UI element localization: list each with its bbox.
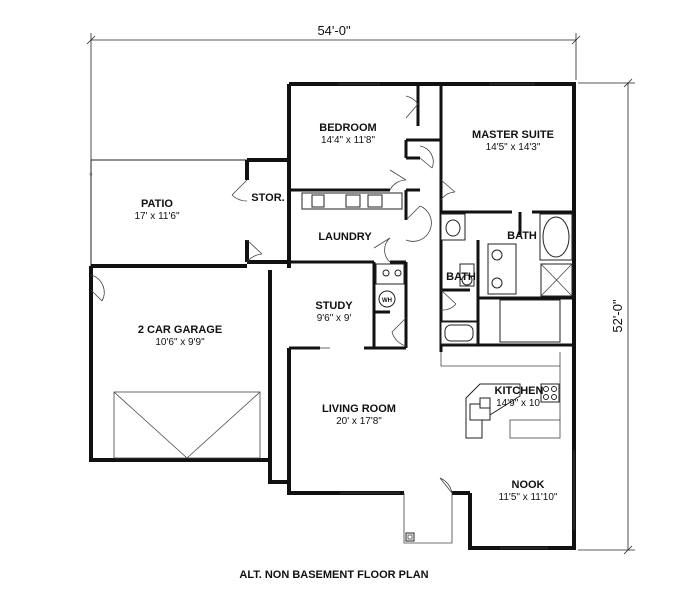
room-name-patio: PATIO	[141, 198, 173, 210]
laundry-fixtures	[301, 192, 403, 210]
garage-door	[113, 391, 261, 459]
room-name-bath-hall: BATH	[446, 271, 476, 283]
room-name-stor: STOR.	[251, 192, 284, 204]
room-name-kitchen: KITCHEN	[495, 385, 544, 397]
room-name-nook: NOOK	[512, 479, 545, 491]
width-dimension-label: 54'-0"	[317, 23, 351, 38]
room-size-nook: 11'5" x 11'10"	[499, 492, 558, 503]
room-living: LIVING ROOM 20' x 17'8"	[322, 403, 396, 427]
water-heater-icon	[378, 290, 396, 308]
room-garage: 2 CAR GARAGE 10'6" x 9'9"	[138, 324, 222, 348]
room-size-garage: 10'6" x 9'9"	[155, 337, 205, 348]
kitchen-fixtures	[440, 352, 561, 439]
room-size-living: 20' x 17'8"	[336, 416, 382, 427]
water-heater-label: WH	[382, 298, 392, 304]
plan-caption: ALT. NON BASEMENT FLOOR PLAN	[239, 569, 428, 581]
room-nook: NOOK 11'5" x 11'10"	[499, 479, 558, 503]
room-stor: STOR.	[251, 192, 284, 204]
room-size-master-suite: 14'5" x 14'3"	[486, 142, 541, 153]
room-bedroom: BEDROOM 14'4" x 11'8"	[319, 122, 376, 146]
room-name-garage: 2 CAR GARAGE	[138, 324, 222, 336]
interior-walls	[287, 84, 574, 352]
room-bath-hall: BATH	[446, 271, 476, 283]
room-study: STUDY 9'6" x 9'	[315, 300, 353, 324]
room-name-laundry: LAUNDRY	[318, 231, 372, 243]
door-swings	[90, 95, 457, 544]
study-fixtures: WH	[375, 263, 405, 308]
room-name-study: STUDY	[315, 300, 353, 312]
windows	[338, 83, 575, 549]
room-size-patio: 17' x 11'6"	[135, 211, 180, 222]
room-name-living: LIVING ROOM	[322, 403, 396, 415]
room-master-suite: MASTER SUITE 14'5" x 14'3"	[472, 129, 554, 153]
room-size-bedroom: 14'4" x 11'8"	[321, 135, 376, 146]
room-laundry: LAUNDRY	[318, 231, 372, 243]
room-patio: PATIO 17' x 11'6"	[135, 198, 180, 222]
master-bath-fixtures	[440, 213, 573, 297]
room-size-study: 9'6" x 9'	[317, 313, 352, 324]
patio-outline: ○	[89, 159, 247, 266]
room-bath-master: BATH	[507, 230, 537, 242]
room-name-bath-master: BATH	[507, 230, 537, 242]
room-kitchen: KITCHEN 14'9" x 10'	[495, 385, 544, 409]
patio-marker: ○	[89, 172, 93, 178]
depth-dimension-label: 52'-0"	[610, 299, 625, 333]
room-name-bedroom: BEDROOM	[319, 122, 376, 134]
depth-dimension: 52'-0"	[578, 78, 635, 555]
room-name-master-suite: MASTER SUITE	[472, 129, 554, 141]
hall-bath-fixtures	[440, 299, 561, 345]
room-size-kitchen: 14'9" x 10'	[496, 398, 542, 409]
width-dimension: 54'-0"	[86, 23, 581, 160]
